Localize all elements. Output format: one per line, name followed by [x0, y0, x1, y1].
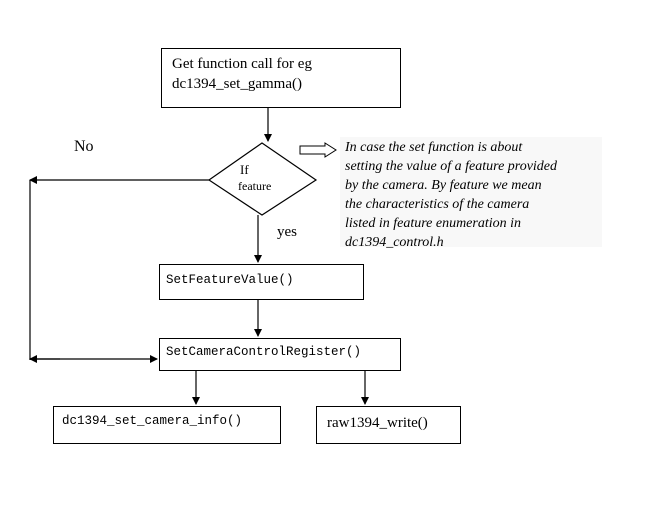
- decision-diamond: [207, 142, 318, 216]
- set-camera-info-label: dc1394_set_camera_info(): [62, 414, 243, 428]
- raw-write-label: raw1394_write(): [327, 415, 428, 431]
- yes-branch-label: yes: [277, 224, 297, 240]
- set-camera-control-register-label: SetCameraControlRegister(): [166, 345, 362, 359]
- set-camera-info-box: dc1394_set_camera_info(): [53, 406, 281, 444]
- set-feature-value-box: SetFeatureValue(): [159, 264, 364, 300]
- note-line: listed in feature enumeration in: [345, 216, 522, 231]
- get-function-call-line1: Get function call for eg: [172, 56, 312, 72]
- set-camera-control-register-box: SetCameraControlRegister(): [159, 338, 401, 371]
- note-line: In case the set function is about: [345, 140, 523, 155]
- note-line: dc1394_control.h: [345, 235, 444, 250]
- get-function-call-box: Get function call for eg dc1394_set_gamm…: [161, 48, 401, 108]
- decision-label-feature: feature: [238, 179, 272, 193]
- no-branch-label: No: [74, 138, 94, 155]
- note-line: by the camera. By feature we mean: [345, 178, 542, 193]
- feature-explanation-note: In case the set function is about settin…: [340, 137, 602, 250]
- note-line: the characteristics of the camera: [345, 197, 530, 212]
- set-feature-value-label: SetFeatureValue(): [166, 273, 294, 287]
- decision-label-if: If: [240, 162, 249, 177]
- raw-write-box: raw1394_write(): [316, 406, 461, 444]
- note-pointer-arrow: [299, 142, 337, 158]
- note-line: setting the value of a feature provided: [345, 159, 558, 174]
- get-function-call-line2: dc1394_set_gamma(): [172, 76, 302, 92]
